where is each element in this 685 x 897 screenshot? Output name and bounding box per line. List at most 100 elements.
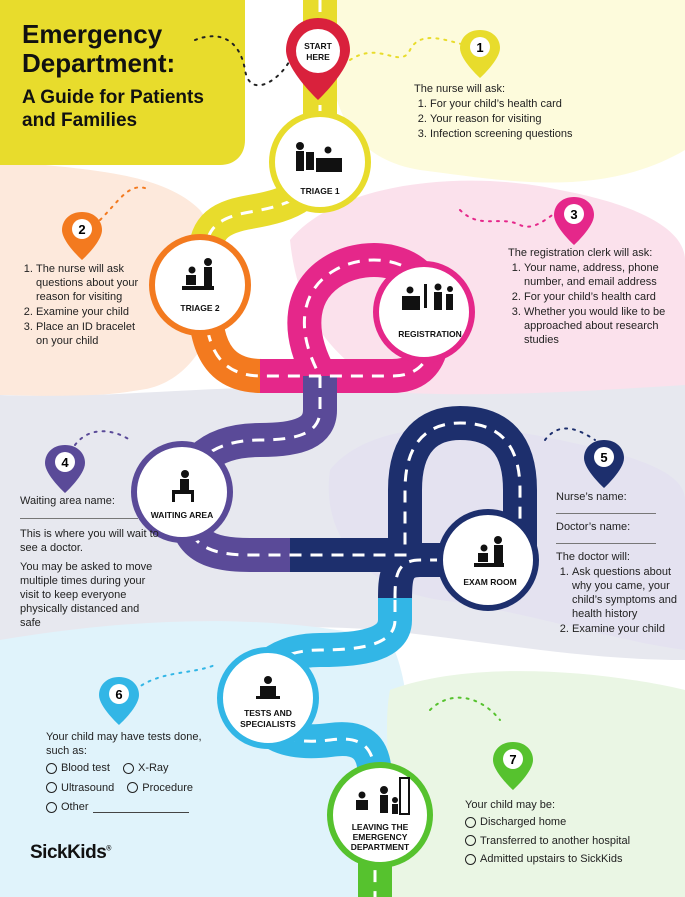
pin-7: 7 <box>493 742 533 790</box>
bg-blob-lightgreen <box>380 671 685 897</box>
step5-intro: The doctor will: <box>556 551 630 563</box>
test-option-blood[interactable]: Blood test <box>46 761 110 775</box>
step5-item: Ask questions about why you came, your c… <box>572 565 678 621</box>
title-panel <box>0 0 245 165</box>
other-fill-line[interactable] <box>92 802 189 813</box>
step3-item: For your child’s health card <box>524 290 668 304</box>
family-leaving-icon <box>356 777 410 815</box>
step3-intro: The registration clerk will ask: <box>508 247 653 259</box>
step4-paragraph1: This is where you will wait to see a doc… <box>20 528 159 554</box>
pin-4: 4 <box>45 445 85 493</box>
radio-circle[interactable] <box>465 835 476 846</box>
svg-text:6: 6 <box>115 687 122 702</box>
outcome-option-transferred[interactable]: Transferred to another hospital <box>465 834 630 848</box>
svg-text:4: 4 <box>61 455 69 470</box>
title-line1: Emergency <box>22 19 163 49</box>
title-line2: Department: <box>22 48 176 78</box>
stop-leaving: LEAVING THE EMERGENCY DEPARTMENT <box>327 762 433 868</box>
svg-text:3: 3 <box>570 207 577 222</box>
page-title: Emergency Department: A Guide for Patien… <box>22 20 262 132</box>
step4-text: Waiting area name: This is where you wil… <box>20 494 160 630</box>
radio-circle[interactable] <box>46 782 57 793</box>
nurse-name-line <box>556 513 656 514</box>
subtitle-line1: A Guide for Patients <box>22 87 204 108</box>
trail-4 <box>74 430 131 446</box>
pin-1: 1 <box>460 30 500 78</box>
trail-1b <box>349 37 466 61</box>
test-option-other[interactable]: Other <box>46 800 189 814</box>
outcome-option-admitted[interactable]: Admitted upstairs to SickKids <box>465 852 622 866</box>
step5-text: Nurse’s name: Doctor’s name: The doctor … <box>556 490 678 637</box>
radio-circle[interactable] <box>46 762 57 774</box>
stop-label-5: EXAM ROOM <box>463 577 516 587</box>
step3-item: Your name, address, phone number, and em… <box>524 261 668 289</box>
step1-intro: The nurse will ask: <box>414 83 506 95</box>
step2-item: Place an ID bracelet on your child <box>36 320 148 348</box>
step3-text: The registration clerk will ask: Your na… <box>508 246 668 348</box>
step2-item: The nurse will ask questions about your … <box>36 262 148 304</box>
stop-label-1: TRIAGE 1 <box>300 186 339 196</box>
radio-circle[interactable] <box>465 853 476 865</box>
stop-triage-2: TRIAGE 2 <box>149 234 251 336</box>
step4-paragraph2: You may be asked to move multiple times … <box>20 561 153 629</box>
start-line1: START <box>304 41 333 51</box>
trail-7 <box>429 696 501 721</box>
nurse-at-desk-icon <box>296 142 342 172</box>
step6-text: Your child may have tests done, such as:… <box>46 730 236 817</box>
test-option-xray[interactable]: X-Ray <box>122 761 169 775</box>
svg-text:7: 7 <box>509 752 516 767</box>
nurse-name-label: Nurse’s name: <box>556 491 627 503</box>
step2-text: The nurse will ask questions about your … <box>20 262 148 349</box>
step1-text: The nurse will ask: For your child’s hea… <box>414 82 644 142</box>
stop-label-6a: TESTS AND <box>244 708 292 718</box>
stop-label-7a: LEAVING THE <box>352 822 409 832</box>
step2-item: Examine your child <box>36 305 148 319</box>
stop-label-6b: SPECIALISTS <box>240 719 296 729</box>
stop-waiting-area: WAITING AREA <box>131 441 233 543</box>
step5-item: Examine your child <box>572 622 678 636</box>
radio-circle[interactable] <box>127 782 139 793</box>
test-equipment-icon <box>256 676 280 699</box>
stop-exam-room: EXAM ROOM <box>437 509 539 611</box>
bg-blob-peach <box>0 160 220 397</box>
test-option-procedure[interactable]: Procedure <box>127 781 193 795</box>
doctor-exam-icon <box>474 536 504 567</box>
sickkids-logo: SickKids® <box>30 842 111 863</box>
stop-registration: REGISTRATION <box>373 261 475 363</box>
stop-label-7c: DEPARTMENT <box>351 842 410 852</box>
start-here-pin: START HERE <box>286 18 350 100</box>
trail-1 <box>194 35 291 87</box>
waiting-area-name-label: Waiting area name: <box>20 495 115 507</box>
svg-text:5: 5 <box>600 450 607 465</box>
step1-item: Your reason for visiting <box>430 112 644 126</box>
road-dash-upper <box>203 0 435 378</box>
radio-circle[interactable] <box>46 801 57 813</box>
step7-text: Your child may be: Discharged home Trans… <box>465 798 675 869</box>
svg-text:2: 2 <box>78 222 85 237</box>
step6-intro: Your child may have tests done, such as: <box>46 731 202 757</box>
pin-6: 6 <box>99 677 139 725</box>
registration-desk-icon <box>402 283 453 310</box>
stop-label-7b: EMERGENCY <box>353 832 408 842</box>
step1-item: For your child’s health card <box>430 97 644 111</box>
stop-label-2: TRIAGE 2 <box>180 303 219 313</box>
trail-2 <box>99 186 151 221</box>
outcome-option-discharged[interactable]: Discharged home <box>465 815 566 829</box>
doctor-name-label: Doctor’s name: <box>556 521 631 533</box>
step3-item: Whether you would like to be approached … <box>524 305 668 347</box>
stop-triage-1: TRIAGE 1 <box>269 111 371 213</box>
stop-label-3: REGISTRATION <box>398 329 462 339</box>
step1-item: Infection screening questions <box>430 127 644 141</box>
waiting-area-name-line <box>20 518 138 519</box>
stop-label-4: WAITING AREA <box>151 510 214 520</box>
radio-circle[interactable] <box>122 762 134 774</box>
subtitle-line2: and Families <box>22 110 138 131</box>
stop-tests: TESTS AND SPECIALISTS <box>217 647 319 749</box>
svg-text:1: 1 <box>476 40 483 55</box>
radio-circle[interactable] <box>465 816 476 828</box>
pin-3: 3 <box>554 197 594 245</box>
test-option-ultrasound[interactable]: Ultrasound <box>46 781 114 795</box>
pin-5: 5 <box>584 440 624 488</box>
doctor-name-line <box>556 543 656 544</box>
